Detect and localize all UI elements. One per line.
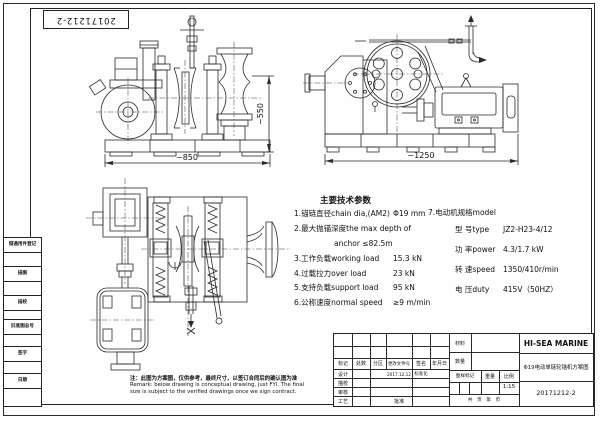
- quantity-label: 数量: [454, 359, 465, 365]
- side-view-drawing: ~1250: [303, 15, 519, 165]
- row-check-label: 审核: [337, 390, 348, 396]
- remark-cn: 注：此图为方案图，仅供参考，最终尺寸，以签订合同后的确认图为准: [130, 376, 298, 382]
- tech-item: 1.锚链直径chain dia,(AM2) Φ19 mm: [294, 209, 426, 218]
- rev-header-date: 年月日: [431, 361, 447, 367]
- row-design-extra: 标准化: [414, 372, 428, 377]
- sheet-row: 共 页 第 页: [467, 398, 501, 403]
- stamp-box: 20171212-2: [43, 10, 129, 29]
- row-design-label: 设计: [337, 372, 348, 378]
- row-process-extra: 批准: [393, 399, 404, 405]
- motor-spec-row: 电 压duty 415V（50HZ）: [455, 285, 558, 294]
- dim-front-height: ~550: [256, 103, 265, 125]
- front-view-drawing: ~850 ~550: [88, 15, 274, 167]
- title-block: 标记 处数 分区 更改文件号 签名 年月日 设计 2017.12.12 标准化 …: [333, 333, 594, 407]
- tech-item: anchor ≤82.5m: [334, 238, 393, 248]
- rev-header-sign: 签名: [415, 361, 426, 367]
- tech-item: 6.公称速度normal speed ≥9 m/min: [294, 298, 431, 308]
- margin-strip: 借通用件登记 描图 描校 旧底图总号 签字 日期: [3, 237, 42, 407]
- motor-spec-heading: 7.电动机规格model: [428, 208, 497, 217]
- strip-empty: [4, 253, 41, 267]
- strip-label-trace-check: 描校: [4, 296, 41, 311]
- strip-label-old-original-no: 旧底图总号: [4, 320, 41, 335]
- strip-empty: [4, 362, 41, 374]
- material-label: 材料: [454, 341, 465, 347]
- drawing-number: 20171212-2: [536, 389, 576, 397]
- strip-empty: [4, 335, 41, 347]
- dim-side-width: ~1250: [407, 151, 434, 160]
- dim-front-width: ~850: [176, 153, 198, 162]
- tech-items: 1.锚链直径chain dia,(AM2) Φ19 mm 2.最大抛锚深度the…: [294, 207, 444, 311]
- remark-en-line2: size is subject to the verified drawings…: [130, 388, 297, 395]
- company-name: HI-SEA MARINE: [523, 339, 589, 348]
- plan-view-drawing: [86, 178, 291, 371]
- strip-label-borrowed: 借通用件登记: [4, 238, 41, 253]
- mark-label: 图样标记: [455, 374, 475, 379]
- tech-item: 4.过载拉力over load 23 kN: [294, 268, 415, 278]
- row-trace-label: 描校: [337, 381, 348, 387]
- strip-label-signature: 签字: [4, 347, 41, 362]
- strip-label-date: 日期: [4, 374, 41, 389]
- tech-title: 主要技术参数: [320, 196, 372, 206]
- remark-note: 注：此图为方案图，仅供参考，最终尺寸，以签订合同后的确认图为准 Remark: …: [130, 376, 350, 395]
- strip-label-tracing: 描图: [4, 267, 41, 282]
- strip-empty: [4, 311, 41, 320]
- weight-label: 重量: [484, 374, 495, 380]
- remark-en-line1: Remark: below drawing is conceptual draw…: [130, 382, 305, 389]
- drawing-title: Φ19电动单链轮锚机方案图: [523, 365, 589, 371]
- tech-item: 2.最大抛锚深度the max depth of: [294, 223, 412, 233]
- motor-spec-row: 功 率power 4.3/1.7 kW: [455, 245, 544, 254]
- strip-empty: [4, 282, 41, 296]
- motor-spec: 7.电动机规格model 型 号type JZ2-H23-4/12 功 率pow…: [428, 206, 586, 300]
- motor-spec-row: 转 速speed 1350/410r/min: [455, 265, 559, 274]
- rev-header-docno: 更改文件号: [388, 361, 410, 367]
- row-process-label: 工艺: [337, 399, 348, 405]
- sheet-outer-border: [3, 3, 595, 416]
- row-design-date: 2017.12.12: [387, 371, 411, 377]
- scale-value: 1:15: [502, 384, 516, 390]
- tech-item: 3.工作负载working load 15.3 kN: [294, 253, 423, 263]
- motor-spec-row: 型 号type JZ2-H23-4/12: [455, 225, 553, 234]
- rev-header-count: 处数: [355, 361, 366, 367]
- drawing-frame: [30, 8, 592, 405]
- scale-label: 比例: [503, 374, 514, 380]
- tech-item: 5.支持负载support load 95 kN: [294, 283, 415, 293]
- rev-header-mark: 标记: [337, 361, 348, 367]
- rev-header-zone: 分区: [372, 361, 383, 367]
- technical-parameters: 主要技术参数 1.锚链直径chain dia,(AM2) Φ19 mm 2.最大…: [294, 194, 586, 332]
